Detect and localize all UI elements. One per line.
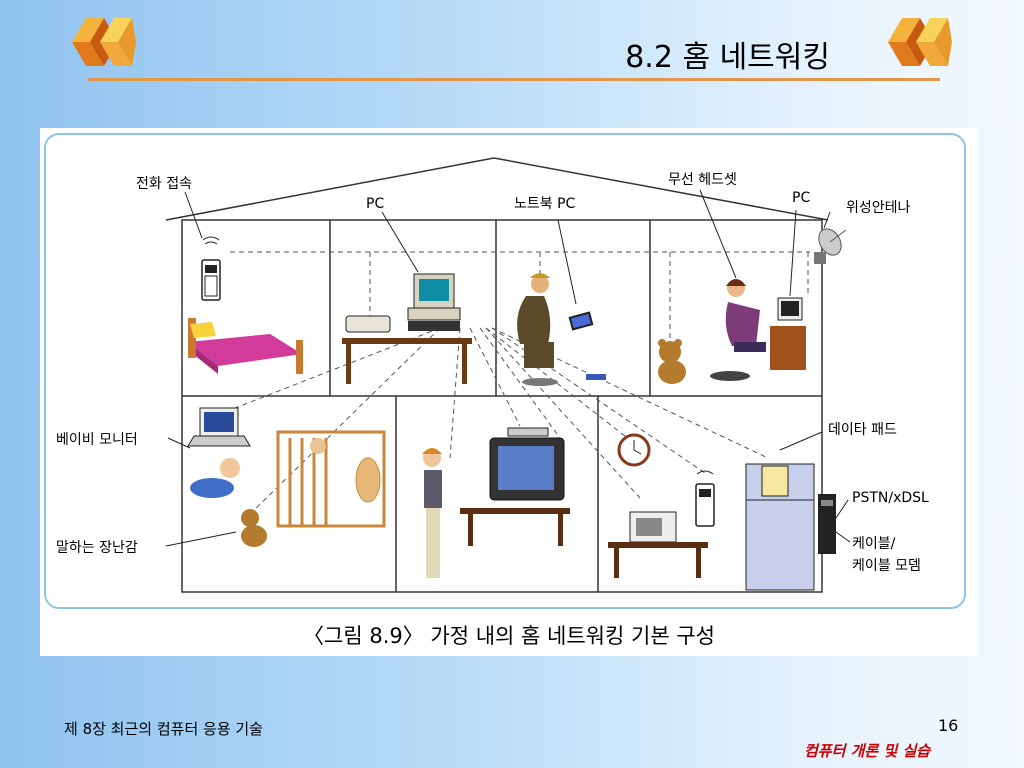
page-number: 16 — [938, 716, 959, 735]
label-phone-access: 전화 접속 — [136, 176, 192, 192]
home-network-figure: 전화 접속 PC 노트북 PC 무선 헤드셋 PC 위성안테나 베이비 모니터 … — [40, 128, 978, 656]
satellite-antenna-icon — [814, 228, 847, 264]
television-icon — [460, 427, 570, 546]
label-satellite-antenna: 위성안테나 — [846, 200, 911, 216]
cordless-phone-2-icon — [695, 470, 715, 527]
refrigerator-icon — [745, 463, 815, 591]
person-with-headset-icon — [710, 279, 806, 381]
figure-frame — [44, 133, 966, 609]
talking-toy-icon — [241, 509, 267, 547]
label-cable-modem: 케이블 모뎀 — [852, 558, 921, 574]
cube-logo-left-icon — [72, 18, 136, 66]
label-pc-1: PC — [366, 196, 384, 212]
wall-clock-icon — [617, 433, 651, 467]
title-underline — [88, 78, 940, 81]
person-with-notebook-icon — [517, 273, 606, 386]
cordless-phone-icon — [201, 236, 221, 301]
modem-icon — [818, 494, 836, 554]
chapter-footer: 제 8장 최근의 컴퓨터 응용 기술 — [64, 720, 263, 738]
label-pc-2: PC — [792, 190, 810, 206]
cube-logo-right-icon — [888, 18, 952, 66]
slide-title: 8.2 홈 네트워킹 — [625, 40, 830, 75]
label-cable: 케이블/ — [852, 536, 896, 552]
data-pad-icon — [761, 465, 789, 497]
label-talking-toy: 말하는 장난감 — [56, 540, 138, 556]
label-wireless-headset: 무선 헤드셋 — [668, 172, 737, 188]
desktop-pc-icon — [342, 273, 472, 384]
roof-right — [493, 157, 829, 221]
microwave-icon — [608, 511, 708, 578]
figure-caption: 〈그림 8.9〉 가정 내의 홈 네트워킹 기본 구성 — [303, 624, 715, 648]
crib-icon — [276, 430, 386, 528]
course-footer: 컴퓨터 개론 및 실습 — [804, 742, 931, 760]
label-data-pad: 데이타 패드 — [828, 422, 897, 438]
label-baby-monitor: 베이비 모니터 — [56, 432, 138, 448]
label-pstn-xdsl: PSTN/xDSL — [852, 490, 929, 506]
roof-left — [165, 157, 495, 221]
teddy-bear-icon — [658, 339, 686, 384]
baby-monitor-icon — [187, 407, 251, 447]
bed-icon — [188, 318, 303, 374]
person-with-remote-icon — [422, 448, 442, 578]
baby-icon — [190, 458, 240, 498]
house-walls — [181, 219, 823, 593]
label-notebook-pc: 노트북 PC — [514, 196, 576, 212]
